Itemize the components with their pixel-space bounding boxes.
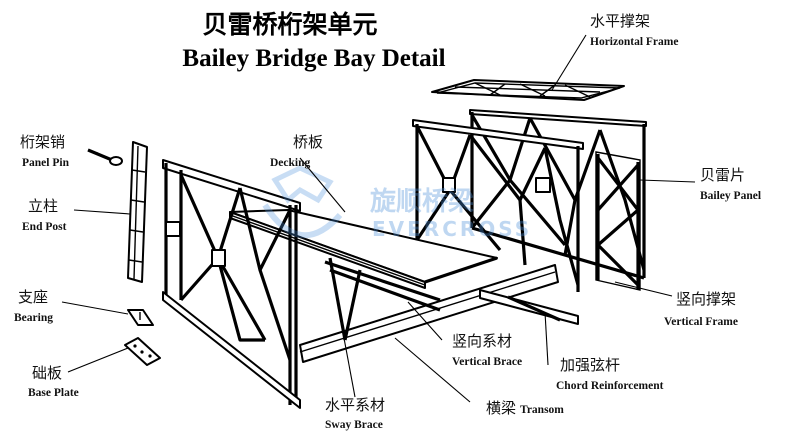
label-transom-zh: 横梁 — [486, 399, 516, 417]
left-bailey-panel — [162, 159, 301, 409]
label-horizontal-frame-zh: 水平撑架 — [590, 12, 650, 30]
vertical-frame-drawing — [595, 151, 641, 291]
label-transom-en: Transom — [520, 404, 564, 416]
label-chord-reinforcement-en: Chord Reinforcement — [556, 380, 664, 392]
label-panel-pin: 桁架销 Panel Pin — [20, 133, 70, 169]
bearing-drawing — [127, 309, 154, 326]
right-bailey-panels — [412, 109, 647, 292]
label-sway-brace-en: Sway Brace — [325, 419, 383, 431]
horizontal-frame-drawing — [431, 79, 625, 101]
label-bailey-panel-zh: 贝雷片 — [700, 166, 745, 184]
watermark: 旋顺桥梁 EVERCROSS — [262, 165, 532, 241]
label-vertical-frame: 竖向撑架 Vertical Frame — [664, 290, 738, 328]
title-english: Bailey Bridge Bay Detail — [182, 45, 445, 72]
label-bailey-panel-en: Bailey Panel — [700, 190, 761, 202]
label-decking: 桥板 Decking — [270, 133, 323, 169]
base-plate-drawing — [124, 337, 161, 366]
label-base-plate-zh: 础板 — [32, 364, 62, 382]
label-panel-pin-en: Panel Pin — [22, 157, 70, 169]
label-sway-brace: 水平系材 Sway Brace — [325, 396, 385, 431]
label-horizontal-frame: 水平撑架 Horizontal Frame — [590, 12, 678, 48]
label-bearing-zh: 支座 — [18, 288, 48, 306]
label-decking-zh: 桥板 — [293, 133, 323, 151]
label-end-post-zh: 立柱 — [28, 197, 58, 215]
watermark-english: EVERCROSS — [372, 217, 532, 241]
label-bearing: 支座 Bearing — [14, 288, 53, 324]
label-transom: 横梁 Transom — [486, 399, 564, 417]
sway-brace-drawing — [324, 257, 441, 341]
label-bailey-panel: 贝雷片 Bailey Panel — [700, 166, 761, 202]
label-vertical-brace-zh: 竖向系材 — [452, 332, 512, 350]
end-post-drawing — [127, 141, 148, 283]
label-base-plate-en: Base Plate — [28, 387, 79, 399]
label-vertical-brace: 竖向系材 Vertical Brace — [452, 332, 522, 368]
label-bearing-en: Bearing — [14, 312, 53, 324]
leader-lines — [61, 34, 696, 403]
panel-pin-drawing — [87, 148, 123, 166]
label-vertical-frame-zh: 竖向撑架 — [676, 290, 736, 308]
label-end-post-en: End Post — [22, 221, 67, 233]
title-chinese: 贝雷桥桁架单元 — [202, 10, 377, 39]
label-decking-en: Decking — [270, 157, 311, 169]
label-horizontal-frame-en: Horizontal Frame — [590, 36, 678, 48]
label-panel-pin-zh: 桁架销 — [20, 133, 65, 151]
label-sway-brace-zh: 水平系材 — [325, 396, 385, 414]
transom-beams — [299, 264, 579, 363]
label-base-plate: 础板 Base Plate — [28, 364, 79, 399]
label-vertical-brace-en: Vertical Brace — [452, 356, 522, 368]
watermark-chinese: 旋顺桥梁 — [370, 187, 474, 217]
label-chord-reinforcement-zh: 加强弦杆 — [560, 356, 620, 374]
label-vertical-frame-en: Vertical Frame — [664, 316, 738, 328]
label-chord-reinforcement: 加强弦杆 Chord Reinforcement — [556, 356, 664, 392]
label-end-post: 立柱 End Post — [22, 197, 67, 233]
